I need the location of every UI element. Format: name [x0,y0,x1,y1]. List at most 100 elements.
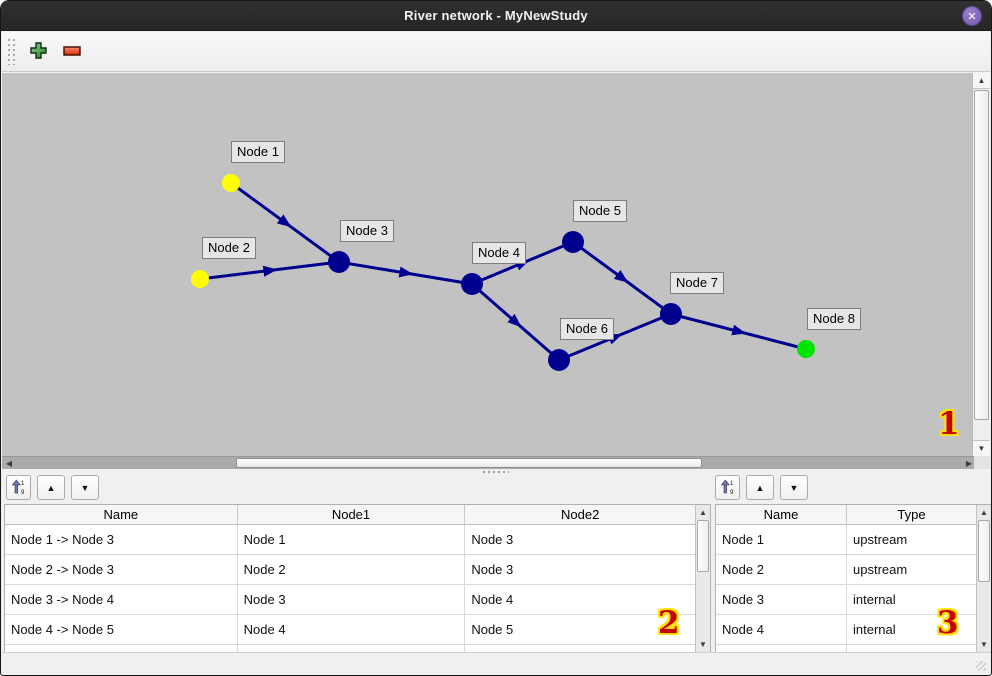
node-label[interactable]: Node 4 [472,242,526,264]
table-cell[interactable] [716,645,847,652]
sort-button[interactable]: 1 9 [715,475,740,500]
add-node-button[interactable] [24,38,52,66]
table-cell[interactable]: Node 1 [716,525,847,554]
node-label[interactable]: Node 3 [340,220,394,242]
table-row[interactable]: Node 1 upstream [716,525,976,555]
sort-button[interactable]: 1 9 [6,475,31,500]
table-row[interactable]: Node 4 internal [716,615,976,645]
table-cell[interactable]: Node 4 [471,592,514,607]
table-cell[interactable]: internal [853,622,896,637]
vertical-scroll-thumb[interactable] [974,90,989,420]
flow-direction-arrow-icon [398,266,414,278]
graph-node[interactable] [660,303,682,325]
titlebar[interactable]: River network - MyNewStudy ✕ [1,1,991,31]
scroll-right-icon[interactable]: ▶ [965,458,973,468]
move-up-button[interactable]: ▲ [37,475,65,500]
node-label[interactable]: Node 1 [231,141,285,163]
svg-text:1: 1 [21,481,25,487]
graph-node[interactable] [461,273,483,295]
reaches-table-scrollbar[interactable]: ▲ ▼ [695,505,710,652]
table-row[interactable] [716,645,976,652]
river-network-canvas[interactable]: Node 1 Node 2 Node 3 Node 4 Node 5 Node 6 Node… [2,73,973,456]
table-cell[interactable]: Node 3 [238,585,466,614]
table-cell[interactable]: Node 2 [716,555,847,584]
remove-node-button[interactable] [58,38,86,66]
horizontal-splitter[interactable] [2,469,990,474]
table-cell[interactable]: internal [853,592,896,607]
up-arrow-icon: ▲ [755,482,765,493]
graph-node[interactable] [328,251,350,273]
table-cell[interactable]: Node 3 -> Node 4 [5,585,238,614]
flow-direction-arrow-icon [276,214,292,228]
table-cell[interactable]: Node 2 [238,555,466,584]
canvas-horizontal-scrollbar[interactable]: ◀ ▶ [2,456,976,469]
reaches-scroll-thumb[interactable] [697,520,709,572]
toolbar-drag-handle[interactable] [8,38,16,65]
table-cell[interactable]: Node 2 -> Node 3 [5,555,238,584]
node-label[interactable]: Node 2 [202,237,256,259]
table-cell[interactable]: Node 4 [716,615,847,644]
table-cell[interactable]: upstream [853,532,908,547]
horizontal-scroll-thumb[interactable] [236,458,702,468]
table-row[interactable]: Node 3 internal [716,585,976,615]
flow-direction-arrow-icon [613,270,629,283]
graph-node[interactable] [562,231,584,253]
svg-text:9: 9 [730,490,734,495]
table-cell[interactable]: upstream [853,562,908,577]
node-label[interactable]: Node 7 [670,272,724,294]
column-header[interactable]: Name [716,505,847,524]
scroll-left-icon[interactable]: ◀ [5,458,13,468]
table-cell[interactable]: Node 5 [471,622,514,637]
scroll-up-icon[interactable]: ▲ [699,508,707,517]
table-cell[interactable]: Node 4 -> Node 5 [5,615,238,644]
window-title: River network - MyNewStudy [404,8,588,23]
move-up-button[interactable]: ▲ [746,475,774,500]
table-cell[interactable] [465,645,695,652]
resize-grip-icon[interactable] [976,661,986,671]
move-down-button[interactable]: ▼ [71,475,99,500]
node-label[interactable]: Node 5 [573,200,627,222]
table-cell[interactable] [847,645,976,652]
table-cell[interactable]: Node 4 [238,615,466,644]
table-cell[interactable] [238,645,466,652]
column-header[interactable]: Type [897,507,926,522]
scroll-up-icon[interactable]: ▲ [973,73,990,89]
column-header[interactable]: Name [5,505,238,524]
close-button[interactable]: ✕ [962,6,982,26]
table-row[interactable] [5,645,695,652]
graph-node[interactable] [191,270,209,288]
graph-node[interactable] [797,340,815,358]
nodes-table-scrollbar[interactable]: ▲ ▼ [976,505,991,652]
column-header[interactable]: Node1 [238,505,466,524]
graph-node[interactable] [222,174,240,192]
scroll-down-icon[interactable]: ▼ [699,640,707,649]
table-cell[interactable]: Node 1 -> Node 3 [5,525,238,554]
table-cell[interactable] [5,645,238,652]
table-cell[interactable]: Node 3 [471,562,514,577]
down-arrow-icon: ▼ [789,482,799,493]
canvas-vertical-scrollbar[interactable]: ▲ ▼ [972,73,990,456]
scroll-up-icon[interactable]: ▲ [980,508,988,517]
move-down-button[interactable]: ▼ [780,475,808,500]
column-header[interactable]: Node2 [561,507,600,522]
table-cell[interactable]: Node 1 [238,525,466,554]
table-row[interactable]: Node 2 upstream [716,555,976,585]
scroll-down-icon[interactable]: ▼ [973,440,990,456]
add-icon [29,41,47,62]
node-label[interactable]: Node 8 [807,308,861,330]
node-label[interactable]: Node 6 [560,318,614,340]
table-cell[interactable]: Node 3 [471,532,514,547]
nodes-scroll-thumb[interactable] [978,520,990,582]
scroll-down-icon[interactable]: ▼ [980,640,988,649]
graph-node[interactable] [548,349,570,371]
table-cell[interactable]: Node 3 [716,585,847,614]
